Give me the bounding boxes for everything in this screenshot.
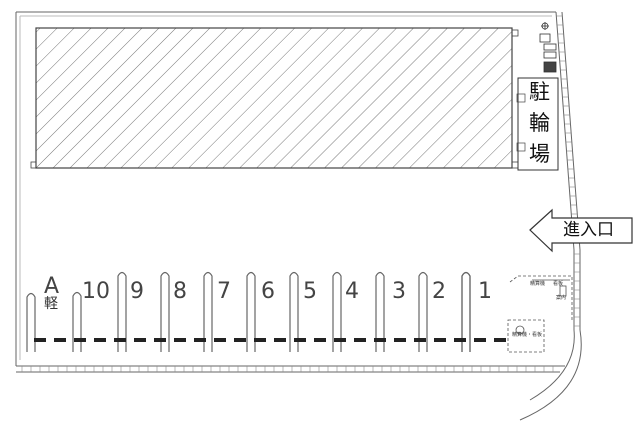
bottom-fence-ticks bbox=[21, 366, 554, 372]
wheel-stop bbox=[474, 338, 486, 342]
booth-annotation-a: 精算機 bbox=[530, 281, 546, 287]
wheel-stop bbox=[94, 338, 106, 342]
slot-divider bbox=[418, 271, 428, 352]
parking-slots bbox=[26, 271, 471, 352]
slot-label-2: 2 bbox=[432, 279, 446, 304]
wheel-stop bbox=[234, 338, 246, 342]
slot-divider bbox=[26, 292, 36, 352]
slot-label-4: 4 bbox=[345, 279, 359, 304]
wheel-stop bbox=[414, 338, 426, 342]
slot-divider bbox=[332, 271, 342, 352]
bike-parking-char-3: 場 bbox=[529, 142, 550, 166]
slot-label-7: 7 bbox=[217, 279, 231, 304]
slot-label-8: 8 bbox=[173, 279, 187, 304]
wheel-stop bbox=[454, 338, 466, 342]
booth-annotation-b: 看板 bbox=[553, 281, 564, 287]
wheel-stop bbox=[334, 338, 346, 342]
wheel-stop bbox=[214, 338, 226, 342]
booth-area bbox=[507, 275, 573, 353]
booth-annotation-d: 精算機・看板 bbox=[512, 332, 543, 338]
slot-label-5: 5 bbox=[303, 279, 317, 304]
wheel-stop bbox=[394, 338, 406, 342]
slot-label-3: 3 bbox=[392, 279, 406, 304]
bike-parking-char-2: 輪 bbox=[529, 111, 550, 135]
slot-divider bbox=[246, 271, 256, 352]
wheel-stop bbox=[434, 338, 446, 342]
wheel-stop bbox=[154, 338, 166, 342]
wheel-stop bbox=[134, 338, 146, 342]
bike-parking-char-1: 駐 bbox=[529, 80, 550, 104]
bike-parking-box bbox=[517, 77, 559, 171]
slot-divider bbox=[375, 271, 385, 352]
booth-annotation-c: 案内 bbox=[556, 295, 567, 301]
wheel-stop bbox=[294, 338, 306, 342]
slot-label-9: 9 bbox=[130, 279, 144, 304]
wheel-stop-line bbox=[34, 338, 506, 342]
wheel-stop bbox=[74, 338, 86, 342]
slot-label-6: 6 bbox=[261, 279, 275, 304]
slot-divider bbox=[72, 291, 82, 352]
wheel-stop bbox=[174, 338, 186, 342]
slot-divider bbox=[117, 271, 127, 352]
wheel-stop bbox=[354, 338, 366, 342]
wheel-stop bbox=[54, 338, 66, 342]
wheel-stop bbox=[374, 338, 386, 342]
slot-label-10: 10 bbox=[82, 279, 110, 304]
wheel-stop bbox=[254, 338, 266, 342]
wheel-stop bbox=[34, 338, 46, 342]
wheel-stop bbox=[494, 338, 506, 342]
slot-divider bbox=[461, 271, 471, 352]
right-fence-ticks bbox=[556, 15, 580, 327]
wheel-stop bbox=[194, 338, 206, 342]
building-hatched-area bbox=[35, 27, 513, 169]
wheel-stop bbox=[274, 338, 286, 342]
entrance-arrow bbox=[529, 208, 633, 253]
slot-label-1: 1 bbox=[478, 279, 492, 304]
lot-boundary bbox=[15, 11, 582, 421]
slot-a-note: 軽 bbox=[44, 296, 58, 312]
slot-label-a: A bbox=[44, 274, 60, 299]
slot-divider bbox=[160, 271, 170, 352]
entrance-label: 進入口 bbox=[563, 220, 614, 240]
slot-divider bbox=[289, 271, 299, 352]
wheel-stop bbox=[114, 338, 126, 342]
slot-divider bbox=[203, 271, 213, 352]
wheel-stop bbox=[314, 338, 326, 342]
equipment-symbols bbox=[539, 22, 557, 73]
